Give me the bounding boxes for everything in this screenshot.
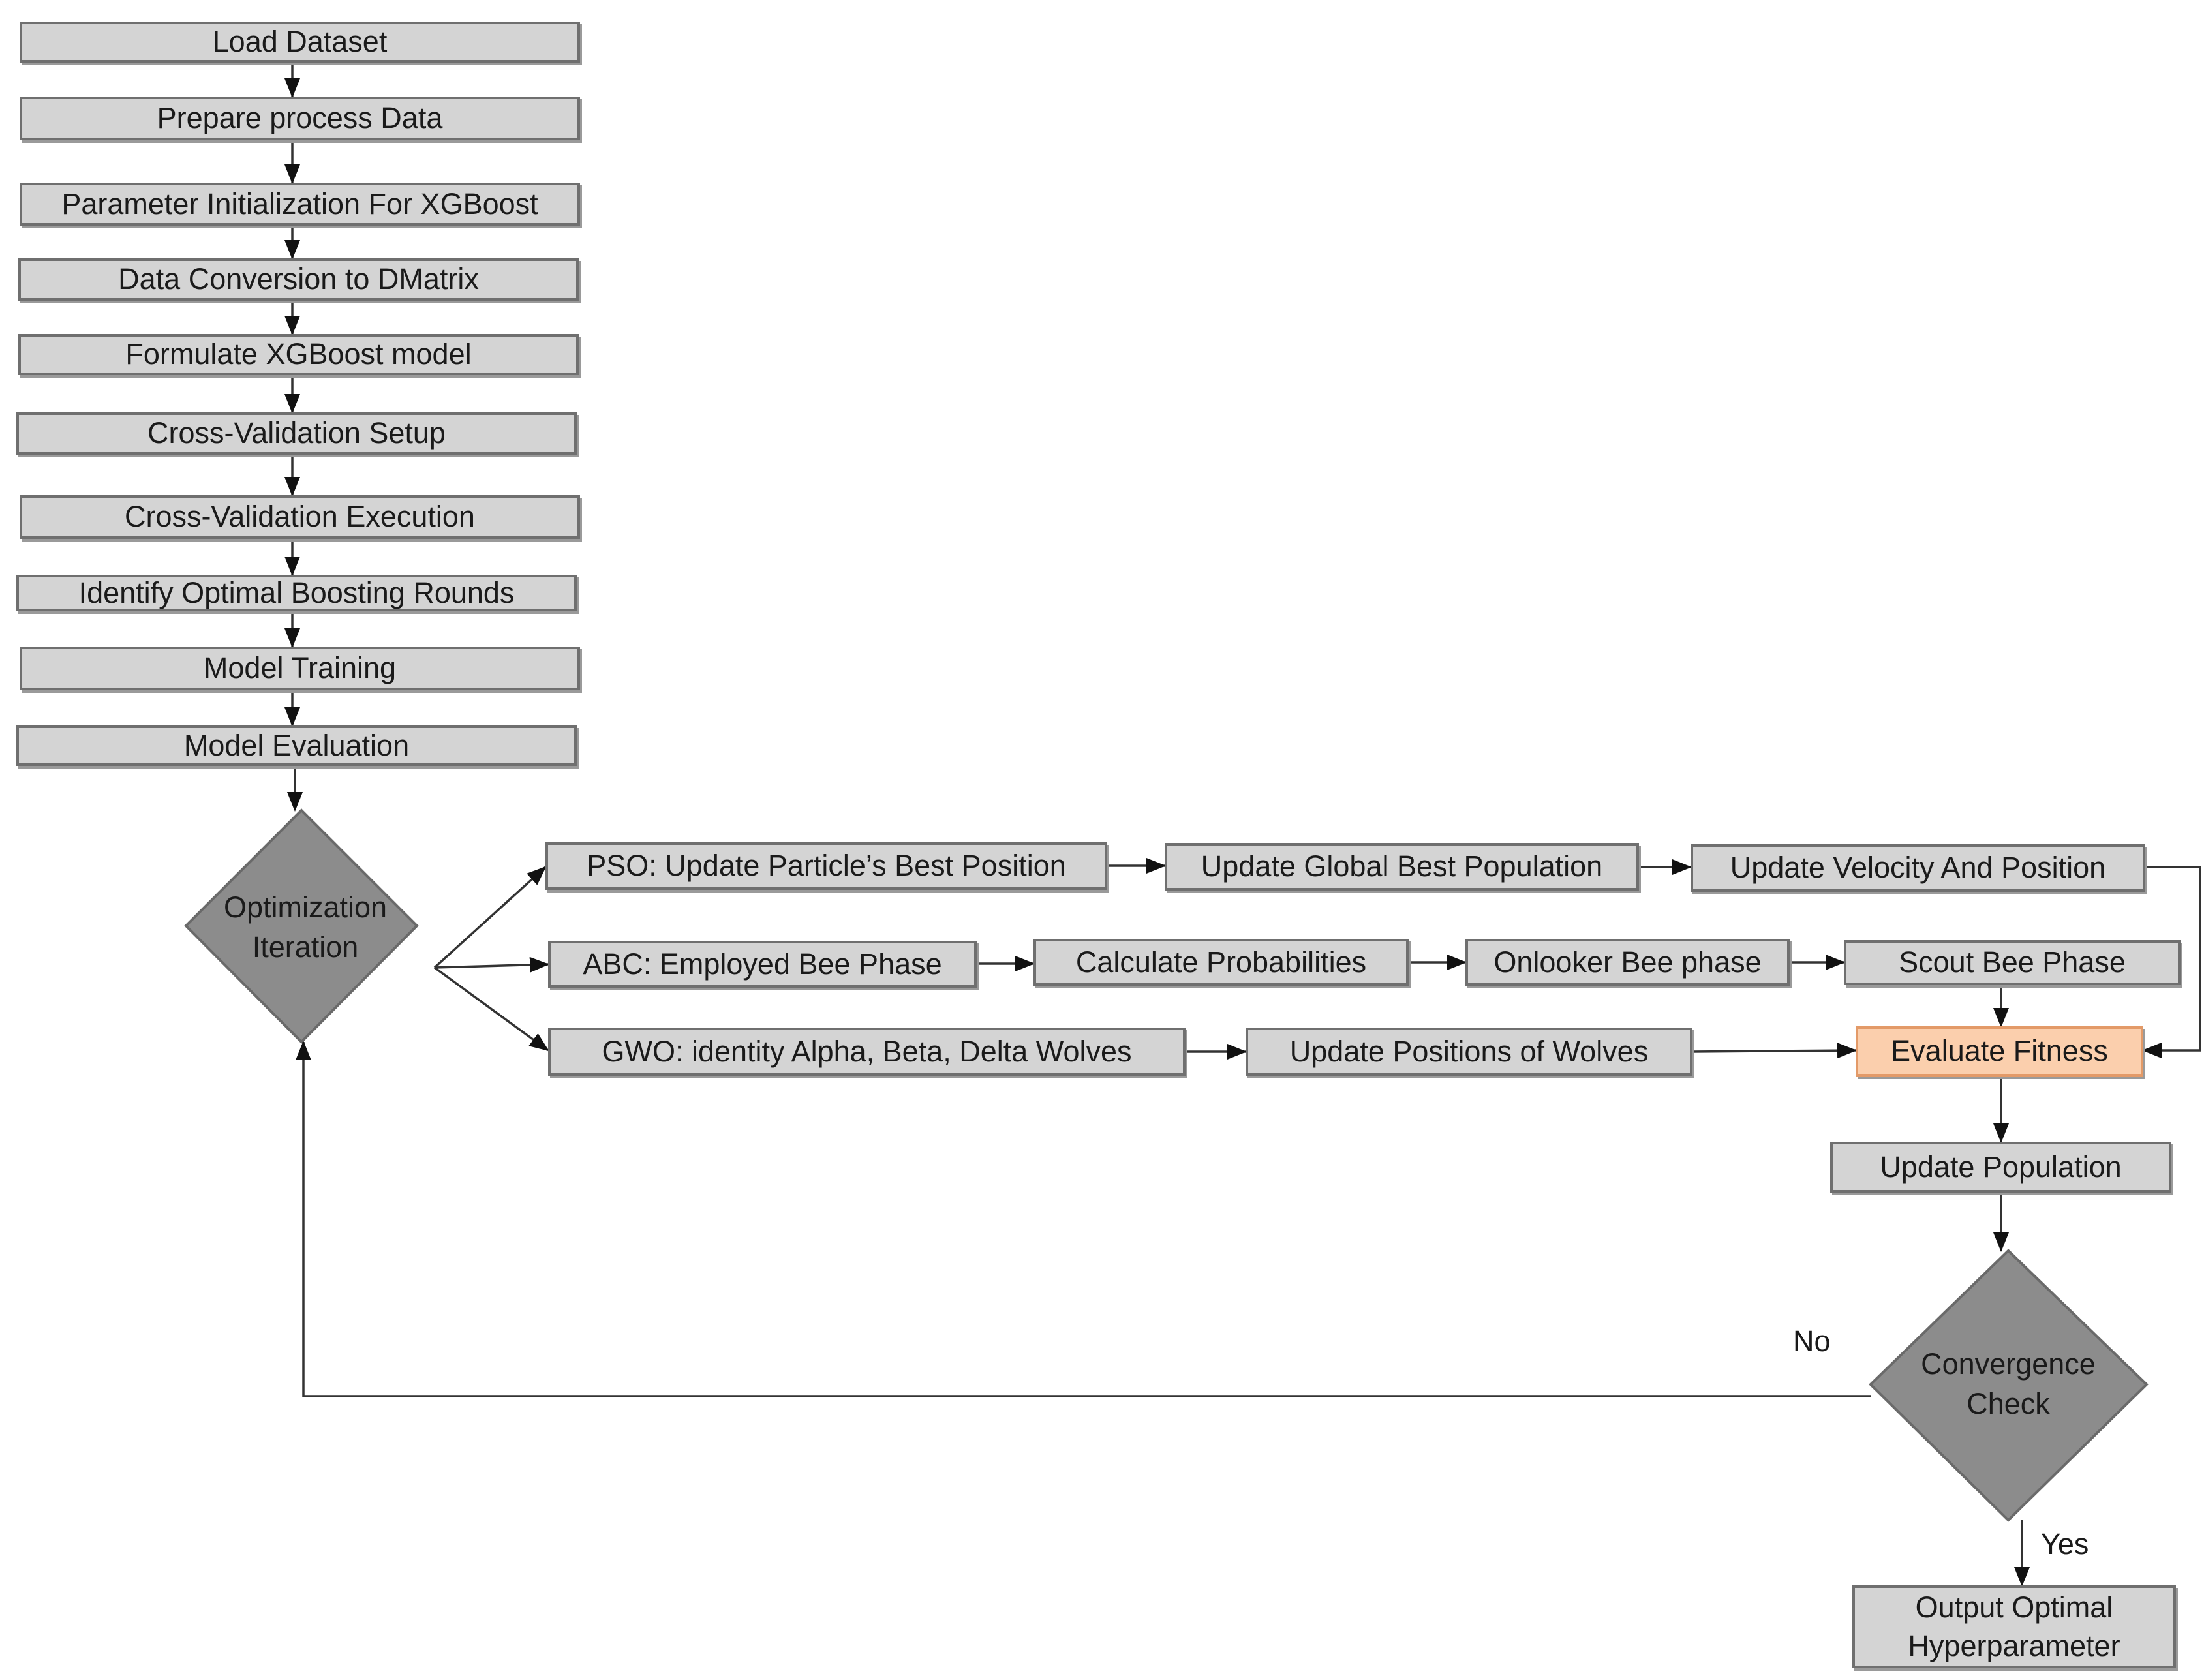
- gwo-identify-wolves: GWO: identity Alpha, Beta, Delta Wolves: [548, 1028, 1186, 1076]
- optimization-iteration-label: Optimization Iteration: [223, 890, 388, 964]
- arrow-opt-pso: [433, 866, 547, 969]
- output-optimal-hyperparameter: Output Optimal Hyperparameter: [1852, 1585, 2176, 1668]
- gwo-update-positions: Update Positions of Wolves: [1246, 1028, 1692, 1076]
- step-identify-optimal-rounds: Identify Optimal Boosting Rounds: [16, 575, 577, 611]
- convergence-check-diamond: [1869, 1249, 2149, 1522]
- pso-update-velocity-position: Update Velocity And Position: [1691, 844, 2145, 892]
- update-population: Update Population: [1830, 1142, 2171, 1193]
- pso-update-particle-best: PSO: Update Particle’s Best Position: [545, 842, 1107, 890]
- arrow-pso3-fitness: [2142, 866, 2201, 1058]
- abc-calculate-probabilities: Calculate Probabilities: [1033, 939, 1409, 986]
- arrow-opt-abc: [434, 956, 549, 973]
- step-formulate-model: Formulate XGBoost model: [18, 334, 579, 375]
- step-model-training: Model Training: [20, 647, 580, 690]
- arrow-gwo2-fitness: [1692, 1043, 1857, 1059]
- arrow-opt-gwo: [433, 966, 549, 1052]
- abc-employed-bee-phase: ABC: Employed Bee Phase: [548, 941, 977, 988]
- abc-scout-bee-phase: Scout Bee Phase: [1844, 940, 2181, 985]
- no-label: No: [1793, 1324, 1831, 1358]
- step-model-evaluation: Model Evaluation: [16, 725, 577, 766]
- step-prepare-data: Prepare process Data: [20, 97, 580, 140]
- abc-onlooker-bee-phase: Onlooker Bee phase: [1465, 939, 1790, 986]
- evaluate-fitness: Evaluate Fitness: [1856, 1026, 2143, 1077]
- step-cross-validation-setup: Cross-Validation Setup: [16, 412, 577, 455]
- step-load-dataset: Load Dataset: [20, 22, 580, 63]
- step-cross-validation-execution: Cross-Validation Execution: [20, 495, 580, 539]
- arrow-convergence-no-loop: [296, 1041, 1871, 1397]
- step-parameter-initialization: Parameter Initialization For XGBoost: [20, 183, 580, 226]
- convergence-check-label: Convergence Check: [1921, 1347, 2096, 1420]
- step-data-conversion: Data Conversion to DMatrix: [18, 258, 579, 301]
- pso-update-global-best: Update Global Best Population: [1165, 843, 1639, 891]
- yes-label: Yes: [2041, 1527, 2089, 1561]
